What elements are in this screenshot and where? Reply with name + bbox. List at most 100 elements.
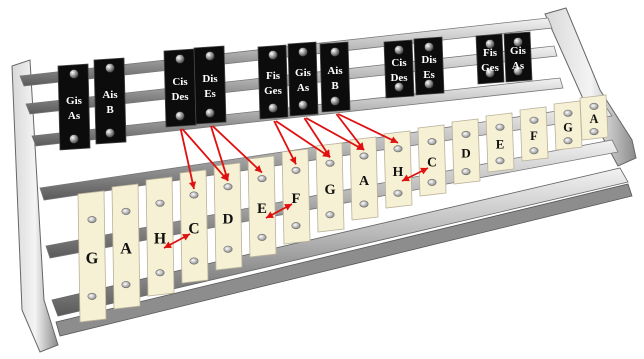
screw-hole-icon [258, 175, 266, 181]
screw-hole-icon [258, 234, 266, 240]
sharp-name: Ais [327, 65, 343, 77]
sharp-name: Cis [391, 57, 407, 69]
rivet-icon [269, 104, 278, 113]
natural-bar-11: C [418, 125, 446, 196]
accidental-bar-5: FisGes [258, 45, 288, 119]
flat-name: Es [423, 69, 435, 81]
flat-name: As [297, 82, 310, 94]
screw-hole-icon [564, 138, 572, 144]
screw-hole-icon [88, 216, 96, 222]
rivet-icon [299, 48, 308, 57]
screw-hole-icon [496, 124, 504, 130]
natural-bar-label: A [120, 241, 132, 258]
natural-bar-label: A [359, 174, 370, 189]
rivet-icon [206, 52, 215, 61]
screw-hole-icon [292, 167, 300, 173]
screw-hole-icon [564, 110, 572, 116]
sharp-name: Cis [172, 76, 188, 88]
screw-hole-icon [224, 246, 232, 252]
screw-hole-icon [156, 200, 164, 206]
sharp-name: Gis [510, 45, 527, 57]
screw-hole-icon [462, 168, 470, 174]
natural-bar-label: D [461, 146, 470, 161]
screw-hole-icon [394, 190, 402, 196]
rivet-icon [70, 70, 79, 79]
natural-bar-12: D [452, 119, 480, 184]
flat-name: Des [171, 91, 189, 103]
rivet-icon [331, 48, 340, 57]
natural-bar-label: G [563, 120, 573, 134]
rivet-icon [395, 46, 404, 55]
sharp-name: Gis [66, 95, 83, 107]
screw-hole-icon [590, 128, 598, 134]
natural-bar-label: C [427, 155, 437, 170]
rivet-icon [106, 129, 115, 138]
sharp-name: Fis [483, 47, 498, 59]
natural-bar-label: H [393, 164, 404, 179]
sharp-name: Ais [102, 89, 118, 101]
flat-name: B [106, 104, 114, 116]
screw-hole-icon [590, 103, 598, 109]
flat-name: B [331, 80, 339, 92]
rivet-icon [425, 43, 434, 52]
screw-hole-icon [224, 184, 232, 190]
screw-hole-icon [156, 270, 164, 276]
natural-bar-label: G [324, 182, 335, 198]
screw-hole-icon [326, 160, 334, 166]
sharp-name: Dis [202, 73, 218, 85]
screw-hole-icon [88, 293, 96, 299]
natural-bar-6: E [248, 156, 276, 257]
natural-bar-label: A [590, 112, 599, 126]
natural-bar-label: D [223, 210, 234, 227]
natural-bar-label: G [86, 249, 99, 268]
natural-bar-14: F [520, 107, 548, 161]
natural-bar-1: G [78, 191, 106, 322]
natural-bar-label: F [530, 129, 538, 143]
natural-bar-label: E [257, 201, 267, 217]
screw-hole-icon [292, 222, 300, 228]
screw-hole-icon [428, 138, 436, 144]
screw-hole-icon [122, 281, 130, 287]
flat-name: Ges [481, 62, 499, 74]
screw-hole-icon [190, 258, 198, 264]
screw-hole-icon [190, 192, 198, 198]
natural-bar-2: A [112, 184, 140, 309]
screw-hole-icon [530, 148, 538, 154]
sharp-name: Dis [421, 54, 437, 66]
natural-bar-13: E [486, 113, 514, 172]
screw-hole-icon [462, 131, 470, 137]
rivet-icon [176, 112, 185, 121]
screw-hole-icon [394, 146, 402, 152]
rivet-icon [331, 97, 340, 106]
screw-hole-icon [360, 153, 368, 159]
screw-hole-icon [122, 208, 130, 214]
natural-bar-label: E [496, 137, 505, 151]
natural-bar-16: A [580, 95, 608, 140]
lower-rail-base [56, 184, 632, 336]
rivet-icon [206, 109, 215, 118]
flat-name: Es [204, 88, 216, 100]
screw-hole-icon [428, 179, 436, 185]
screw-hole-icon [326, 212, 334, 218]
flat-name: Des [390, 72, 408, 84]
rivet-icon [269, 51, 278, 60]
natural-bar-label: H [154, 231, 167, 248]
flat-name: As [512, 60, 525, 72]
sharp-name: Fis [266, 70, 281, 82]
rivet-icon [176, 55, 185, 64]
flat-name: Ges [264, 85, 282, 97]
accidental-bar-4: DisEs [194, 46, 226, 124]
natural-bar-3: H [146, 177, 174, 296]
natural-bar-15: G [554, 101, 582, 150]
sharp-name: Gis [295, 67, 312, 79]
screw-hole-icon [360, 201, 368, 207]
